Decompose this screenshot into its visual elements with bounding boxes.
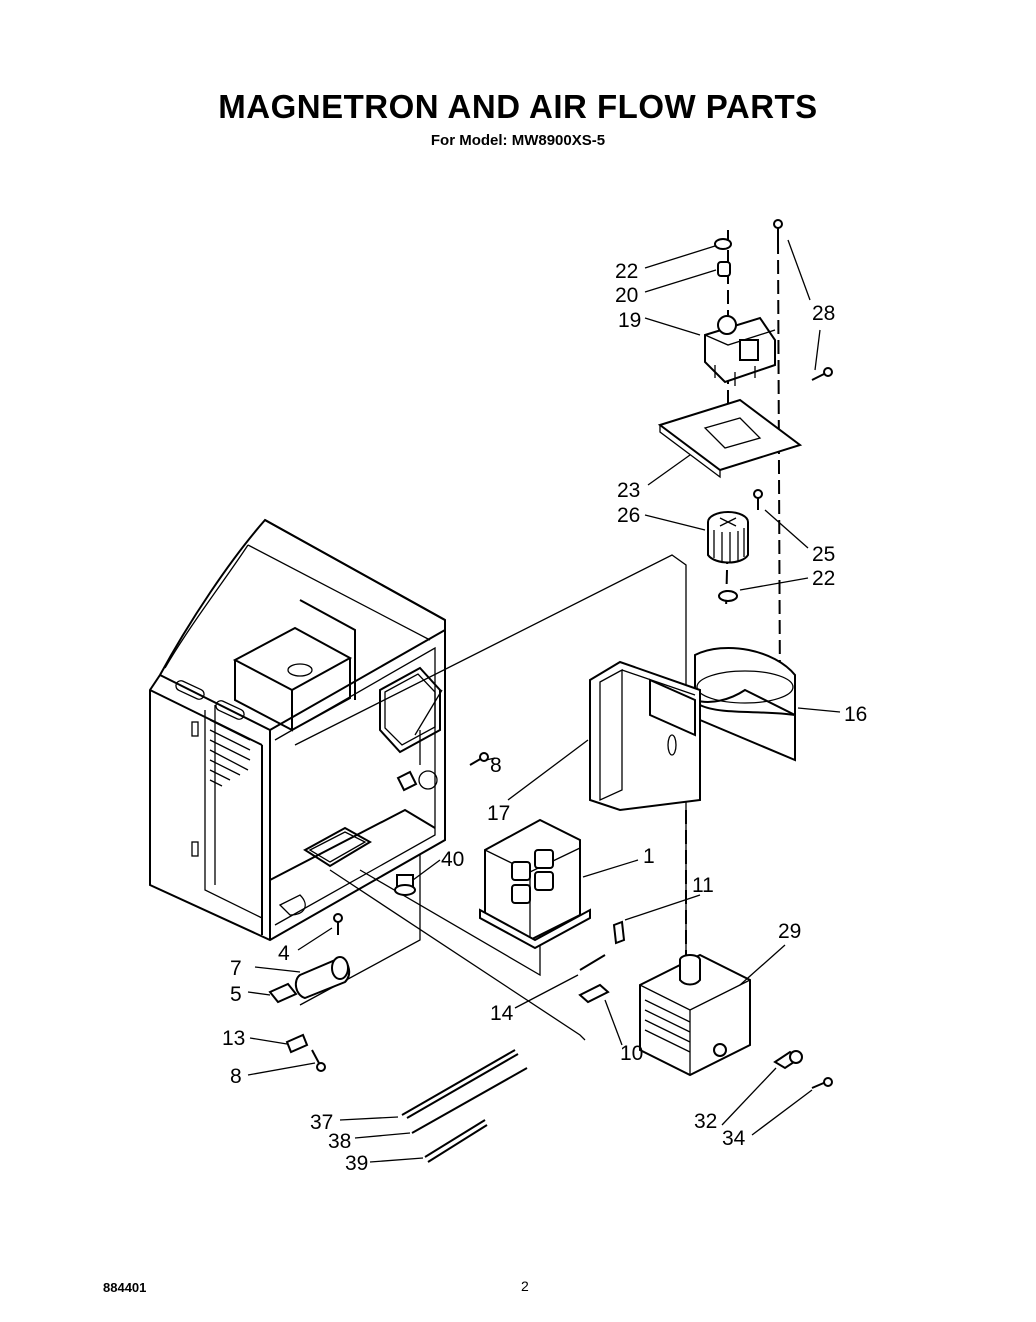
part-4-screw (333, 913, 343, 935)
callout-20: 20 (615, 284, 638, 307)
part-34-screw (811, 1077, 833, 1089)
document-number: 884401 (103, 1280, 147, 1295)
callout-4: 4 (278, 942, 290, 965)
part-16-air-guide (694, 647, 796, 762)
callout-19: 19 (618, 309, 641, 332)
part-8-duct-screw (469, 752, 489, 766)
part-22-lower-washer (718, 590, 738, 602)
callout-11: 11 (692, 874, 714, 897)
callout-7: 7 (230, 957, 242, 980)
callout-26: 26 (617, 504, 640, 527)
callout-16: 16 (844, 703, 867, 726)
part-14-wire (579, 954, 606, 971)
part-37-wire-harness (401, 1049, 519, 1119)
callout-29: 29 (778, 920, 801, 943)
callout-leaders (247, 239, 841, 1163)
part-39-wire-harness (424, 1119, 488, 1163)
callout-22-lower: 22 (812, 567, 835, 590)
callout-28: 28 (812, 302, 835, 325)
part-22-top-washer (714, 238, 732, 250)
callout-23: 23 (617, 479, 640, 502)
callout-37: 37 (310, 1111, 333, 1134)
vent-grille (209, 719, 251, 787)
part-25-screw (753, 489, 763, 510)
cabinet-chassis (149, 518, 446, 942)
callout-22-top: 22 (615, 260, 638, 283)
page-title: MAGNETRON AND AIR FLOW PARTS (218, 88, 818, 125)
part-32-thermal-cutout (773, 1050, 803, 1070)
part-28-screws (773, 219, 833, 381)
part-38-wire-harness (411, 1067, 528, 1134)
callout-13: 13 (222, 1027, 245, 1050)
callout-8-upper: 8 (490, 754, 502, 777)
part-19-fan-motor (704, 315, 776, 386)
part-40-foot (394, 874, 416, 896)
part-1-transformer (479, 818, 591, 950)
callout-38: 38 (328, 1130, 351, 1153)
part-26-fan-blade (707, 511, 749, 564)
page-number: 2 (521, 1278, 529, 1294)
model-subtitle: For Model: MW8900XS-5 (430, 132, 606, 149)
callout-1: 1 (643, 845, 655, 868)
part-20-bushing (717, 261, 731, 277)
callout-25: 25 (812, 543, 835, 566)
part-29-magnetron (639, 953, 751, 1077)
callout-17: 17 (487, 802, 510, 825)
part-8-lower-screw (311, 1049, 326, 1072)
callout-14: 14 (490, 1002, 514, 1025)
part-17-air-duct (589, 660, 701, 812)
callout-39: 39 (345, 1152, 368, 1175)
callout-5: 5 (230, 983, 242, 1006)
callout-8-lower: 8 (230, 1065, 242, 1088)
part-23-motor-bracket (657, 398, 803, 479)
callout-40: 40 (441, 848, 464, 871)
part-7-capacitor (294, 956, 351, 1000)
callout-32: 32 (694, 1110, 717, 1133)
callout-labels: 22 20 19 28 23 26 25 22 16 8 17 40 1 11 … (222, 260, 867, 1175)
callout-10: 10 (620, 1042, 643, 1065)
callout-34: 34 (722, 1127, 746, 1150)
part-11-screw (612, 920, 626, 945)
part-5-clip (268, 982, 298, 1004)
part-13-diode (285, 1033, 309, 1054)
part-10-bracket (578, 983, 610, 1004)
